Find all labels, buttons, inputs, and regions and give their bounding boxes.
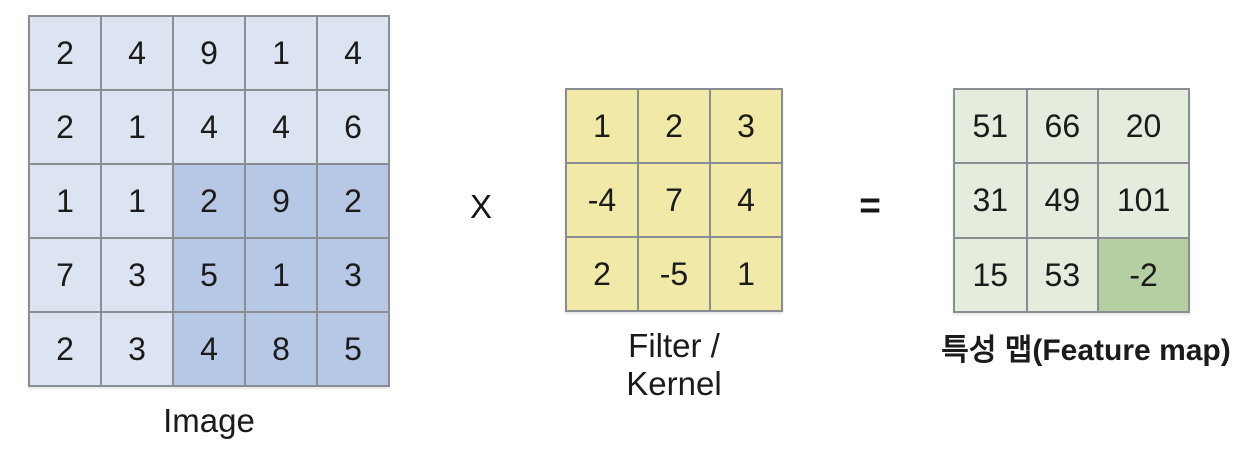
matrix-cell: 1: [246, 17, 316, 89]
matrix-cell: 1: [30, 165, 100, 237]
matrix-cell: 53: [1027, 238, 1098, 311]
image-label: Image: [163, 402, 255, 439]
matrix-cell: 4: [246, 91, 316, 163]
matrix-cell: 49: [1027, 164, 1098, 237]
matrix-cell: -5: [639, 238, 709, 310]
equals-operator: =: [859, 185, 881, 226]
matrix-cell: 3: [102, 239, 172, 311]
matrix-cell: 2: [174, 165, 244, 237]
multiply-operator: X: [469, 188, 492, 225]
matrix-cell: 1: [711, 238, 781, 310]
matrix-cell: 1: [246, 239, 316, 311]
matrix-cell: 2: [30, 91, 100, 163]
matrix-cell: 1: [102, 91, 172, 163]
matrix-cell: 5: [318, 313, 388, 385]
matrix-cell: 15: [955, 238, 1026, 311]
matrix-cell: 1: [567, 90, 637, 162]
kernel-label-line1: Filter /: [628, 327, 720, 364]
matrix-cell: 4: [174, 91, 244, 163]
matrix-cell: 66: [1027, 90, 1098, 163]
matrix-cell: 4: [711, 164, 781, 236]
kernel-label: Filter / Kernel: [545, 327, 803, 403]
matrix-cell: 4: [318, 17, 388, 89]
matrix-cell: 7: [639, 164, 709, 236]
kernel-label-line2: Kernel: [626, 365, 722, 402]
matrix-cell: 3: [318, 239, 388, 311]
matrix-cell: 20: [1099, 90, 1188, 163]
matrix-cell: 31: [955, 164, 1026, 237]
matrix-cell: 4: [102, 17, 172, 89]
matrix-cell: 8: [246, 313, 316, 385]
matrix-cell: 2: [567, 238, 637, 310]
matrix-cell: 2: [639, 90, 709, 162]
matrix-cell: 5: [174, 239, 244, 311]
matrix-cell: 9: [174, 17, 244, 89]
matrix-cell: 2: [318, 165, 388, 237]
matrix-cell: 3: [102, 313, 172, 385]
matrix-cell: 9: [246, 165, 316, 237]
matrix-cell: 6: [318, 91, 388, 163]
matrix-cell: 7: [30, 239, 100, 311]
matrix-cell: 4: [174, 313, 244, 385]
matrix-cell: 101: [1099, 164, 1188, 237]
matrix-cell: -2: [1099, 238, 1188, 311]
matrix-cell: -4: [567, 164, 637, 236]
matrix-cell: 1: [102, 165, 172, 237]
matrix-cell: 2: [30, 313, 100, 385]
matrix-cell: 2: [30, 17, 100, 89]
matrix-cell: 3: [711, 90, 781, 162]
matrix-cell: 51: [955, 90, 1026, 163]
feature-map-label: 특성 맵(Feature map): [941, 334, 1231, 367]
